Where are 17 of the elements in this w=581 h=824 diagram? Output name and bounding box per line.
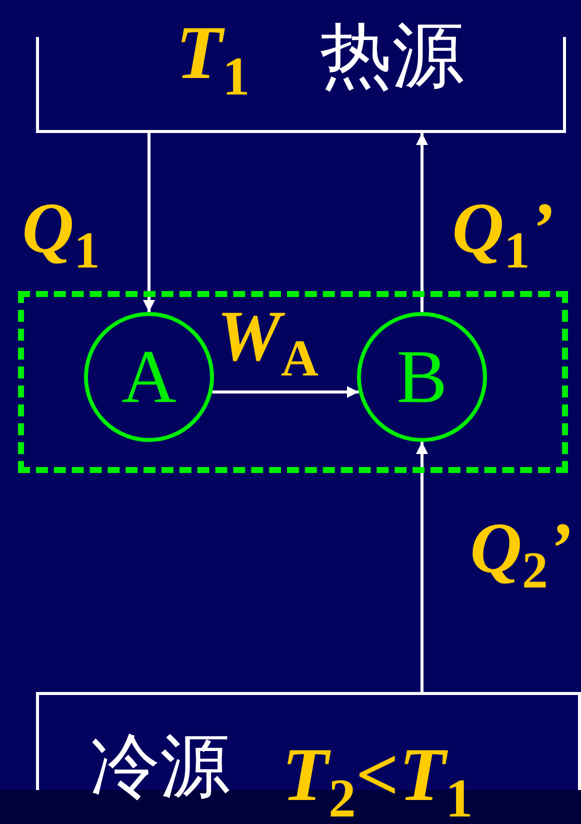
sink-label: 冷源 [90,733,230,803]
arrow [212,386,359,398]
edge-label: Q$_{2}$’ [470,512,572,598]
edge-label: Q$_{1}$’ [452,192,554,278]
source-label: 热源 [320,20,464,92]
arrow [416,133,428,312]
engine-circle [84,312,214,442]
dashed-system-box [18,291,568,473]
edge-label: Q$_{1}$ [22,192,100,278]
arrow [416,442,428,692]
node-label: B [396,339,448,415]
temperature-relation: T$_{2}$<T$_{1}$ [282,737,473,824]
arrow [143,133,155,312]
temperature-label: T$_{1}$ [176,15,250,104]
edge-label: W$_{A}$ [217,300,318,386]
node-label: A [122,339,176,415]
engine-circle [357,312,487,442]
